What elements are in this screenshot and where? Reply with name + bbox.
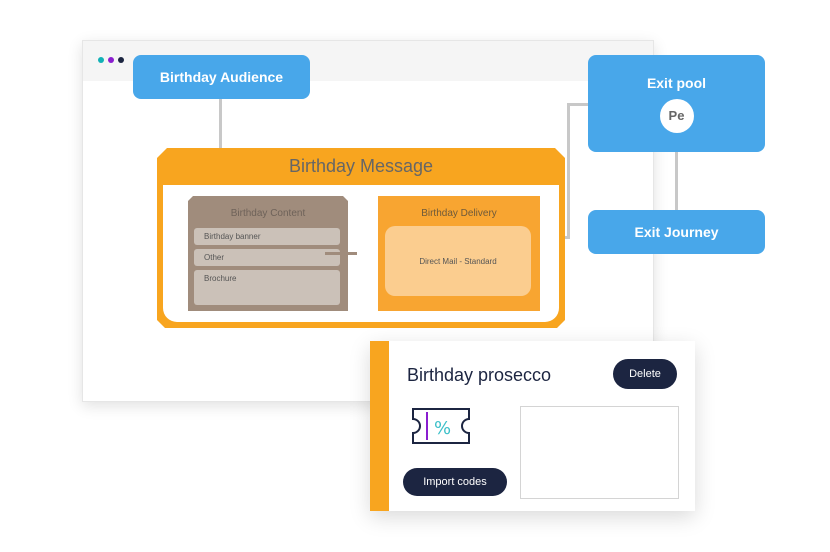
- message-title: Birthday Message: [288, 156, 434, 176]
- channel-label: Direct Mail - Standard: [419, 256, 497, 266]
- codes-textarea[interactable]: [520, 406, 679, 499]
- connector: [567, 103, 589, 106]
- window-dot-icon: [118, 57, 124, 63]
- connector: [675, 150, 678, 210]
- node-label: Birthday Audience: [159, 69, 284, 85]
- connector: [567, 103, 570, 239]
- content-item[interactable]: Birthday banner: [194, 228, 340, 245]
- import-codes-button[interactable]: Import codes: [403, 468, 507, 496]
- delete-button[interactable]: Delete: [613, 359, 677, 389]
- node-label: Exit pool: [646, 74, 707, 91]
- birthday-content-node[interactable]: Birthday Content Birthday banner Other B…: [188, 196, 348, 311]
- birthday-delivery-node[interactable]: Birthday Delivery Direct Mail - Standard: [378, 196, 540, 311]
- exit-pool-node[interactable]: Exit pool Pe: [588, 55, 765, 152]
- avatar: Pe: [659, 98, 694, 133]
- window-dot-icon: [98, 57, 104, 63]
- card-accent: [370, 341, 389, 511]
- content-item[interactable]: Brochure: [194, 270, 340, 305]
- node-label: Exit Journey: [634, 224, 719, 240]
- card-title: Birthday prosecco: [407, 365, 552, 385]
- content-item[interactable]: Other: [194, 249, 340, 266]
- birthday-audience-node[interactable]: Birthday Audience: [133, 55, 310, 99]
- window-dot-icon: [108, 57, 114, 63]
- svg-text:%: %: [434, 418, 451, 439]
- content-title: Birthday Content: [230, 208, 306, 219]
- connector: [219, 98, 222, 148]
- voucher-icon: %: [412, 408, 470, 444]
- delivery-channel[interactable]: Direct Mail - Standard: [385, 226, 531, 296]
- connector: [325, 252, 357, 255]
- exit-journey-node[interactable]: Exit Journey: [588, 210, 765, 254]
- voucher-card: Birthday prosecco Delete % Import codes: [370, 341, 695, 511]
- delivery-title: Birthday Delivery: [421, 208, 497, 219]
